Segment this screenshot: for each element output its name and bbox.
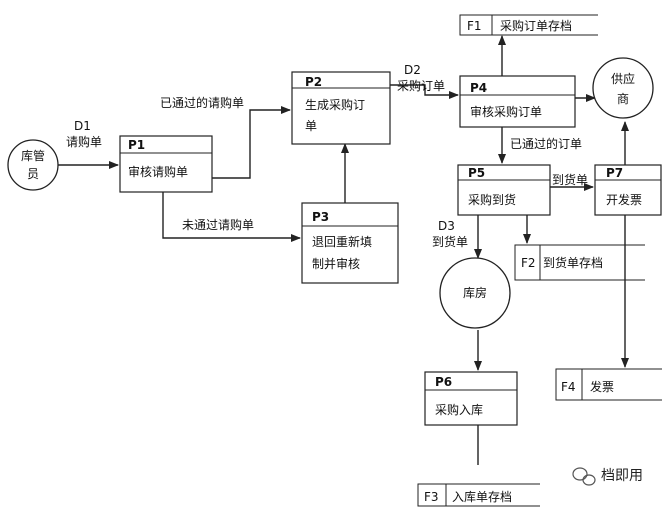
entity-warehouse: 库房	[439, 257, 511, 329]
process-p7-label: 开发票	[606, 192, 642, 207]
process-p4: P4 审核采购订单	[459, 75, 576, 128]
entity-clerk-line2: 员	[27, 167, 39, 181]
entity-supplier-line1: 供应	[611, 71, 635, 86]
entity-clerk-line1: 库管	[21, 148, 45, 163]
process-p1: P1 审核请购单	[119, 135, 213, 193]
flow-d2-id: D2	[404, 63, 421, 77]
connectors	[58, 35, 629, 465]
flow-approved-order-label: 已通过的订单	[510, 136, 582, 151]
process-p5-label: 采购到货	[468, 192, 516, 207]
process-p7-id: P7	[606, 166, 623, 180]
process-p2-id: P2	[305, 75, 322, 89]
flow-rejected-req-arrow	[162, 192, 301, 242]
process-p3-line1: 退回重新填	[312, 234, 372, 249]
process-p5-id: P5	[468, 166, 485, 180]
store-f2-id: F2	[521, 256, 536, 270]
store-f3-label: 入库单存档	[452, 489, 512, 504]
entity-clerk: 库管 员	[7, 139, 59, 191]
process-p3-id: P3	[312, 210, 329, 224]
process-p7: P7 开发票	[594, 164, 662, 216]
process-p4-id: P4	[470, 81, 487, 95]
flow-d1-id: D1	[74, 119, 91, 133]
store-f3-id: F3	[424, 490, 439, 504]
store-f4-id: F4	[561, 380, 576, 394]
entity-supplier: 供应 商	[592, 57, 654, 119]
watermark-text: 档即用	[601, 468, 643, 484]
flow-d1-label: 请购单	[66, 134, 102, 149]
entity-warehouse-label: 库房	[463, 285, 487, 300]
process-p5: P5 采购到货	[457, 164, 551, 216]
flow-d3-id: D3	[438, 219, 455, 233]
process-p1-label: 审核请购单	[128, 164, 188, 179]
entity-supplier-line2: 商	[617, 91, 629, 106]
process-p6: P6 采购入库	[424, 371, 518, 426]
flow-rejected-req-label: 未通过请购单	[182, 217, 254, 232]
flow-d2-arrow	[390, 84, 459, 99]
flow-approved-req-label: 已通过的请购单	[160, 95, 244, 110]
store-f4: F4 发票	[555, 368, 662, 401]
watermark: 档即用	[572, 467, 643, 486]
process-p3: P3 退回重新填 制并审核	[301, 202, 399, 284]
store-f1-label: 采购订单存档	[500, 18, 572, 33]
flow-d3-label: 到货单	[432, 234, 468, 249]
flow-d2-label: 采购订单	[397, 78, 445, 93]
process-p6-label: 采购入库	[435, 402, 483, 417]
process-p2-line1: 生成采购订	[305, 97, 365, 112]
process-p2-line2: 单	[305, 119, 317, 133]
store-f2-label: 到货单存档	[543, 255, 603, 270]
store-f2: F2 到货单存档	[514, 244, 645, 281]
process-p1-id: P1	[128, 138, 145, 152]
wechat-icon	[572, 467, 596, 486]
store-f1-id: F1	[467, 19, 482, 33]
flow-delivery-note-label: 到货单	[552, 172, 588, 187]
store-f1: F1 采购订单存档	[459, 14, 598, 36]
flow-labels: D1 请购单 已通过的请购单 未通过请购单 D2 采购订单 已通过的订单 到货单…	[66, 63, 588, 249]
process-p4-label: 审核采购订单	[470, 104, 542, 119]
flow-approved-req-arrow	[212, 106, 291, 179]
process-p3-line2: 制并审核	[312, 256, 360, 271]
store-f4-label: 发票	[590, 379, 614, 394]
process-p6-id: P6	[435, 375, 452, 389]
store-f3: F3 入库单存档	[417, 483, 540, 507]
process-p2: P2 生成采购订 单	[291, 71, 391, 145]
